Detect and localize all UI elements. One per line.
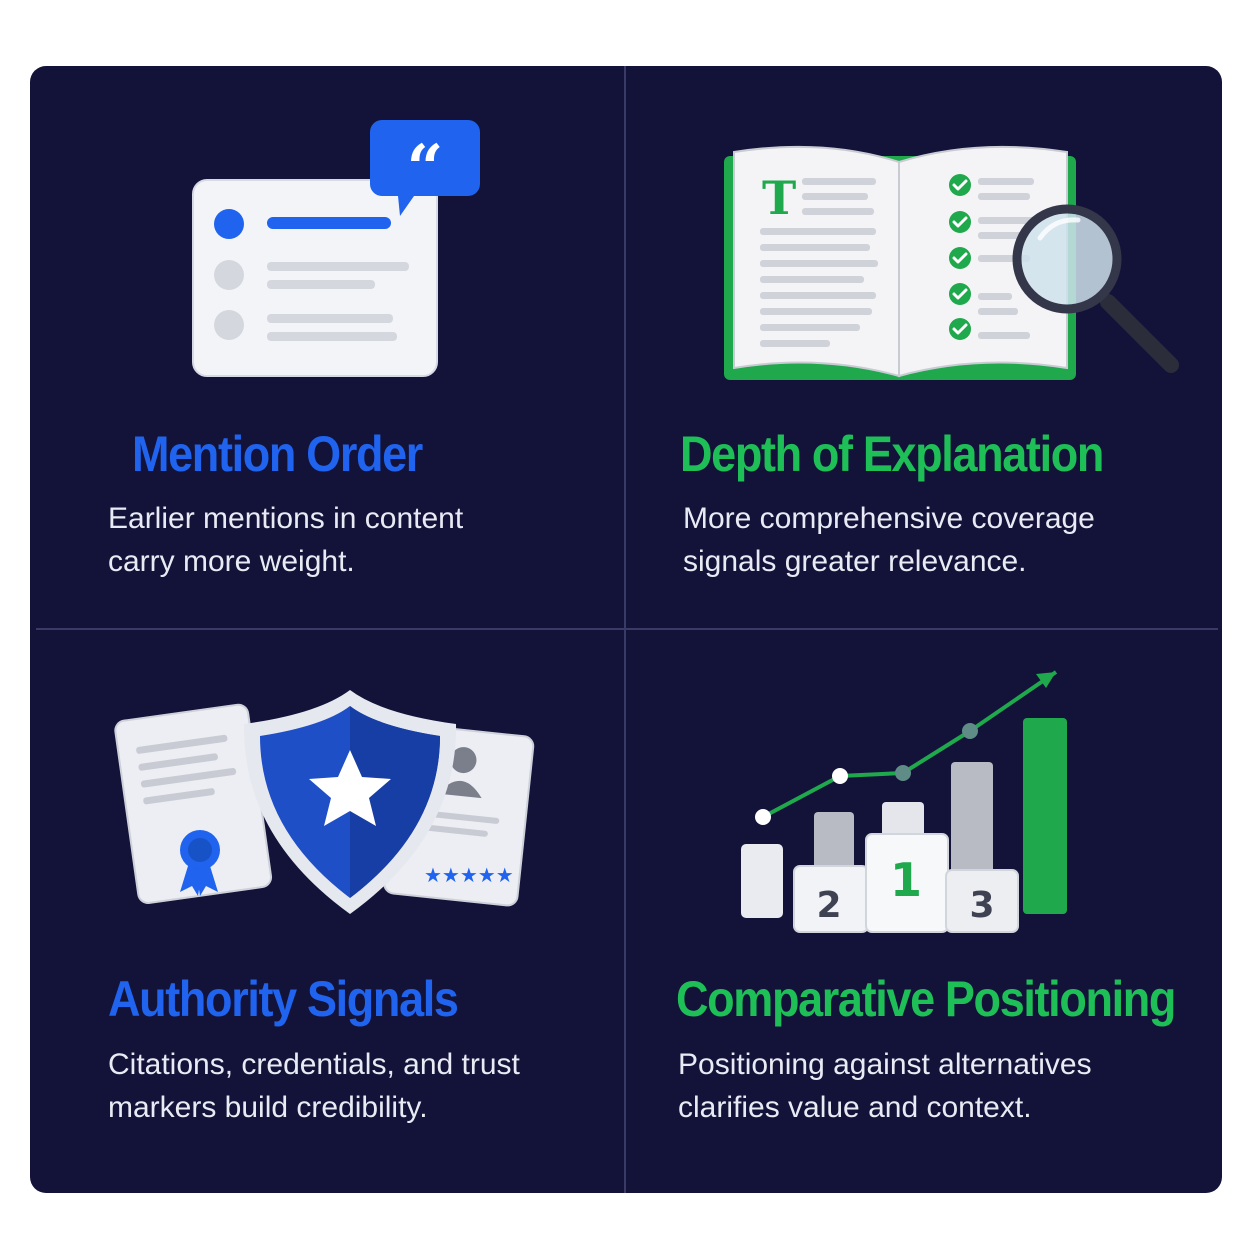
podium-chart-icon: 2 1 3 bbox=[741, 670, 1067, 933]
card-description: Positioning against alternatives clarifi… bbox=[678, 1048, 1092, 1124]
book-magnifier-icon: T bbox=[724, 145, 1179, 380]
podium-number-3: 3 bbox=[969, 885, 994, 926]
podium-number-2: 2 bbox=[816, 885, 841, 926]
card-comparative-positioning: 2 1 3 Comparative Positioning Positionin… bbox=[626, 630, 1220, 1192]
book-letter: T bbox=[762, 171, 796, 225]
card-title: Mention Order bbox=[132, 426, 423, 482]
infographic-panel: “ Mention Order Earlier mentions in cont… bbox=[30, 66, 1222, 1193]
card-title: Authority Signals bbox=[108, 971, 459, 1027]
card-depth-of-explanation: T bbox=[626, 66, 1220, 628]
svg-text:★★★★★: ★★★★★ bbox=[424, 863, 514, 887]
card-description: More comprehensive coverage signals grea… bbox=[683, 502, 1095, 578]
card-mention-order: “ Mention Order Earlier mentions in cont… bbox=[30, 66, 624, 628]
card-description: Earlier mentions in content carry more w… bbox=[108, 502, 464, 578]
svg-text:“: “ bbox=[407, 131, 444, 206]
shield-credentials-icon: ★★★★★ bbox=[114, 690, 535, 914]
quote-list-icon: “ bbox=[192, 120, 480, 377]
card-title: Comparative Positioning bbox=[676, 971, 1176, 1027]
card-title: Depth of Explanation bbox=[680, 426, 1104, 482]
podium-number-1: 1 bbox=[890, 853, 922, 907]
card-description: Citations, credentials, and trust marker… bbox=[108, 1048, 520, 1124]
card-authority-signals: ★★★★★ Authority Signals Citations, crede… bbox=[30, 630, 624, 1192]
horizontal-divider bbox=[36, 628, 1218, 630]
